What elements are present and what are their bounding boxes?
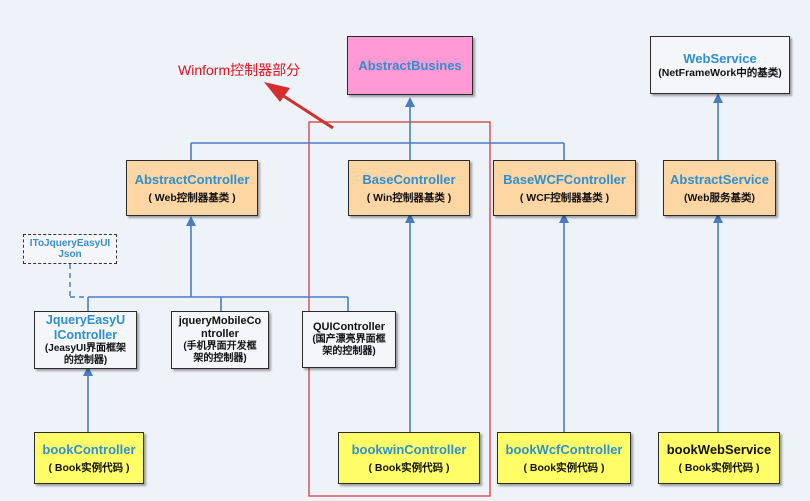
- bookwcfcontroller-title: bookWcfController: [505, 441, 623, 457]
- basewcfcontroller-box: BaseWCFController ( WCF控制器基类 ): [493, 160, 636, 216]
- note-pointer-arrow: [264, 82, 334, 130]
- bookcontroller-box: bookController ( Book实例代码 ): [34, 432, 144, 484]
- qui-sub1: (国产漂亮界面框: [312, 334, 386, 346]
- abstractcontroller-title: AbstractController: [134, 171, 250, 187]
- bookwebservice-box: bookWebService ( Book实例代码 ): [658, 432, 780, 484]
- abstractcontroller-box: AbstractController ( Web控制器基类 ): [126, 160, 258, 216]
- basecontroller-subtitle: ( Win控制器基类 ): [366, 191, 452, 204]
- winform-note: Winform控制器部分: [178, 62, 301, 78]
- basecontroller-title: BaseController: [362, 171, 456, 187]
- qui-line1: QUIController: [312, 320, 386, 333]
- jqueryeasyui-line1: JqueryEasyU: [45, 313, 126, 327]
- jquerymobile-line2: ntroller: [201, 328, 239, 340]
- webservice-title: WebService: [683, 50, 757, 66]
- jquerymobilecontroller-box: jqueryMobileCo ntroller (手机界面开发框 架的控制器): [171, 311, 269, 369]
- jquerymobile-sub1: (手机界面开发框: [183, 341, 257, 353]
- interface-line1: IToJqueryEasyUI: [29, 237, 111, 249]
- abstractcontroller-subtitle: ( Web控制器基类 ): [148, 191, 236, 204]
- jquerymobile-line1: jqueryMobileCo: [178, 314, 262, 327]
- webservice-box: WebService (NetFrameWork中的基类): [650, 36, 790, 94]
- interface-line2: Json: [58, 249, 82, 260]
- abstractbusines-title: AbstractBusines: [358, 57, 462, 73]
- abstractbusines-box: AbstractBusines: [347, 36, 473, 95]
- qui-sub2: 架的控制器): [322, 346, 376, 358]
- jqueryeasyuicontroller-box: JqueryEasyU IController (JeasyUI界面框架 的控制…: [34, 311, 137, 369]
- bookwincontroller-box: bookwinController ( Book实例代码 ): [338, 432, 480, 484]
- itojqueryeasyuijson-interface: IToJqueryEasyUI Json: [23, 234, 117, 264]
- bookwincontroller-subtitle: ( Book实例代码 ): [368, 461, 450, 474]
- basewcfcontroller-title: BaseWCFController: [503, 171, 626, 187]
- jqueryeasyui-line2: IController: [53, 328, 118, 342]
- bookcontroller-title: bookController: [42, 441, 136, 457]
- quicontroller-box: QUIController (国产漂亮界面框 架的控制器): [302, 311, 396, 368]
- abstractservice-subtitle: (Web服务基类): [684, 191, 755, 204]
- bookwcfcontroller-subtitle: ( Book实例代码 ): [523, 461, 605, 474]
- bookwebservice-subtitle: ( Book实例代码 ): [678, 461, 760, 474]
- webservice-subtitle: (NetFrameWork中的基类): [658, 66, 782, 79]
- bookwcfcontroller-box: bookWcfController ( Book实例代码 ): [497, 432, 631, 484]
- basewcfcontroller-subtitle: ( WCF控制器基类 ): [519, 191, 610, 204]
- abstractservice-title: AbstractService: [670, 171, 769, 187]
- jqueryeasyui-sub2: 的控制器): [63, 355, 108, 366]
- jquerymobile-sub2: 架的控制器): [193, 353, 247, 365]
- bookcontroller-subtitle: ( Book实例代码 ): [48, 461, 130, 474]
- jqueryeasyui-sub1: (JeasyUI界面框架: [44, 343, 127, 354]
- bookwincontroller-title: bookwinController: [351, 441, 467, 457]
- bookwebservice-title: bookWebService: [666, 441, 772, 457]
- abstractservice-box: AbstractService (Web服务基类): [663, 160, 776, 216]
- basecontroller-box: BaseController ( Win控制器基类 ): [348, 160, 470, 216]
- winform-highlight-frame: [308, 121, 491, 497]
